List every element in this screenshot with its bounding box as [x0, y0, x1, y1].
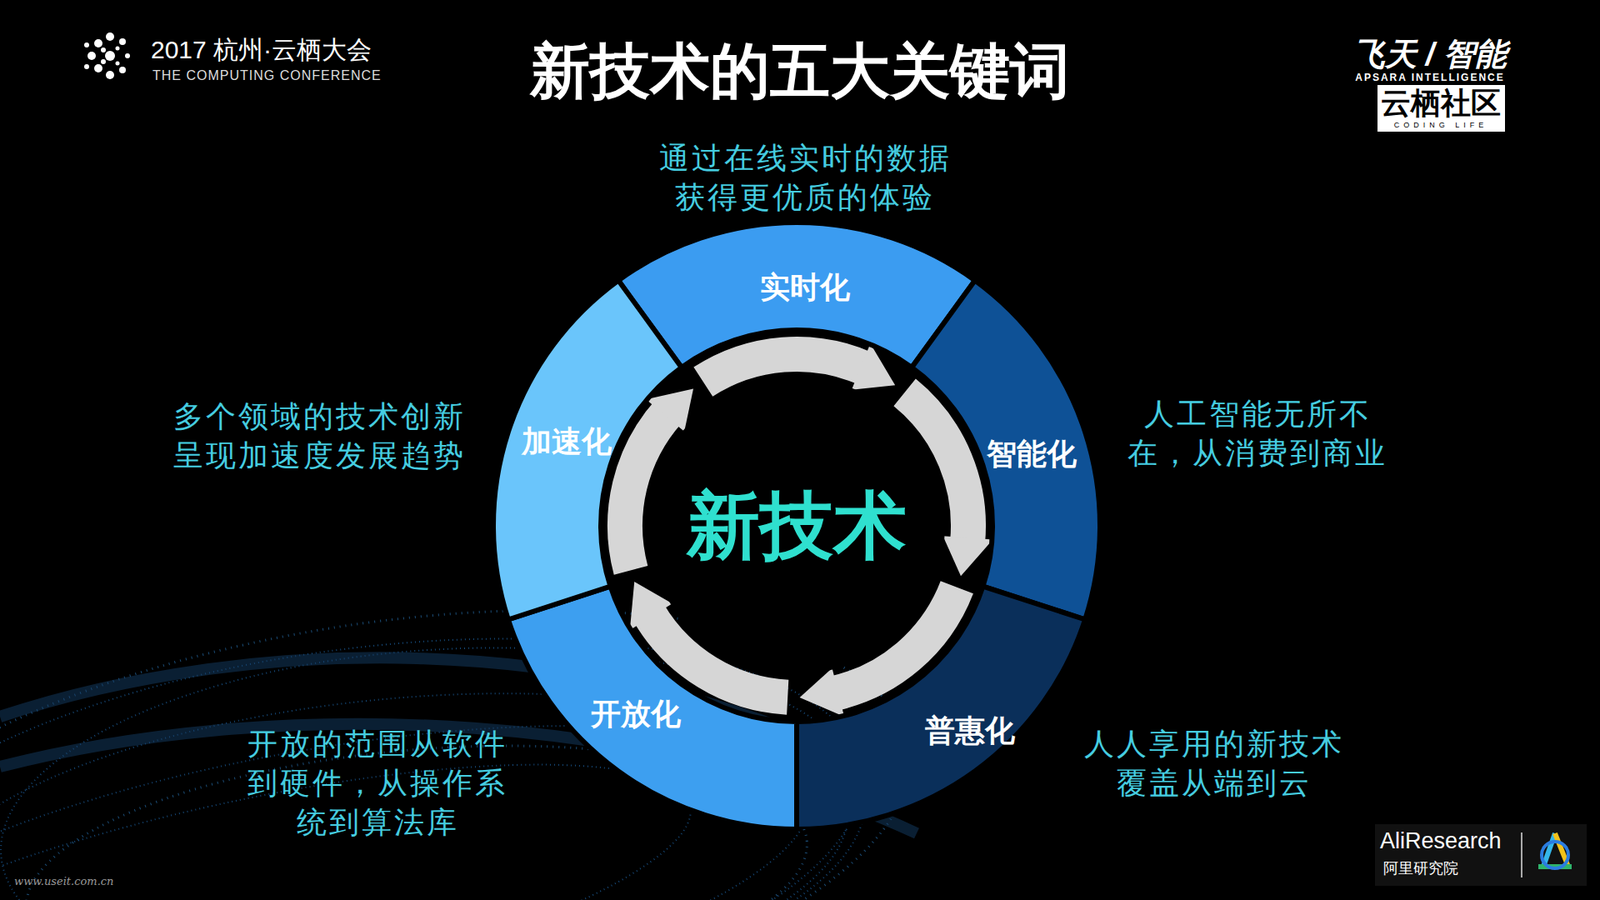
cycle-arrowhead: [800, 668, 845, 717]
brand-name: 飞天 / 智能: [1330, 33, 1530, 76]
segment-label: 智能化: [986, 434, 1077, 475]
description: 通过在线实时的数据 获得更优质的体验: [655, 138, 955, 217]
community-slogan: CODING LIFE: [1377, 120, 1505, 130]
conference-subtitle: THE COMPUTING CONFERENCE: [152, 68, 382, 84]
description: 多个领域的技术创新 呈现加速度发展趋势: [170, 396, 470, 475]
segment-fill: [493, 280, 682, 620]
description: 开放的范围从软件 到硬件，从操作系 统到算法库: [244, 724, 511, 842]
research-name-cn: 阿里研究院: [1383, 858, 1459, 879]
center-circle: 新技术: [648, 377, 945, 675]
segment-fill: [618, 222, 975, 368]
conference-name: 2017 杭州·云栖大会: [150, 33, 372, 68]
conference-logo: [84, 32, 130, 80]
segment-label: 加速化: [521, 421, 612, 463]
segment-fill: [508, 586, 797, 830]
description: 人人享用的新技术 覆盖从端到云: [1080, 724, 1348, 803]
segment-label: 普惠化: [925, 710, 1015, 752]
research-name: AliResearch: [1380, 828, 1502, 855]
community-badge: [1377, 85, 1505, 132]
center-label: 新技术: [686, 476, 907, 576]
description: 人工智能无所不 在，从消费到商业: [1124, 394, 1391, 473]
segment-fill: [911, 280, 1100, 620]
segment-fill: [796, 586, 1085, 830]
watermark: www.useit.com.cn: [14, 875, 114, 888]
research-icon: [1538, 833, 1572, 869]
segment-label: 开放化: [590, 694, 681, 735]
cycle-arrowhead: [851, 343, 895, 390]
brand-subtitle: APSARA INTELLIGENCE: [1330, 71, 1530, 84]
research-badge: [1375, 824, 1587, 886]
cycle-arrowhead: [943, 535, 994, 576]
segment-label: 实时化: [760, 267, 850, 309]
community-name: 云栖社区: [1377, 85, 1505, 121]
